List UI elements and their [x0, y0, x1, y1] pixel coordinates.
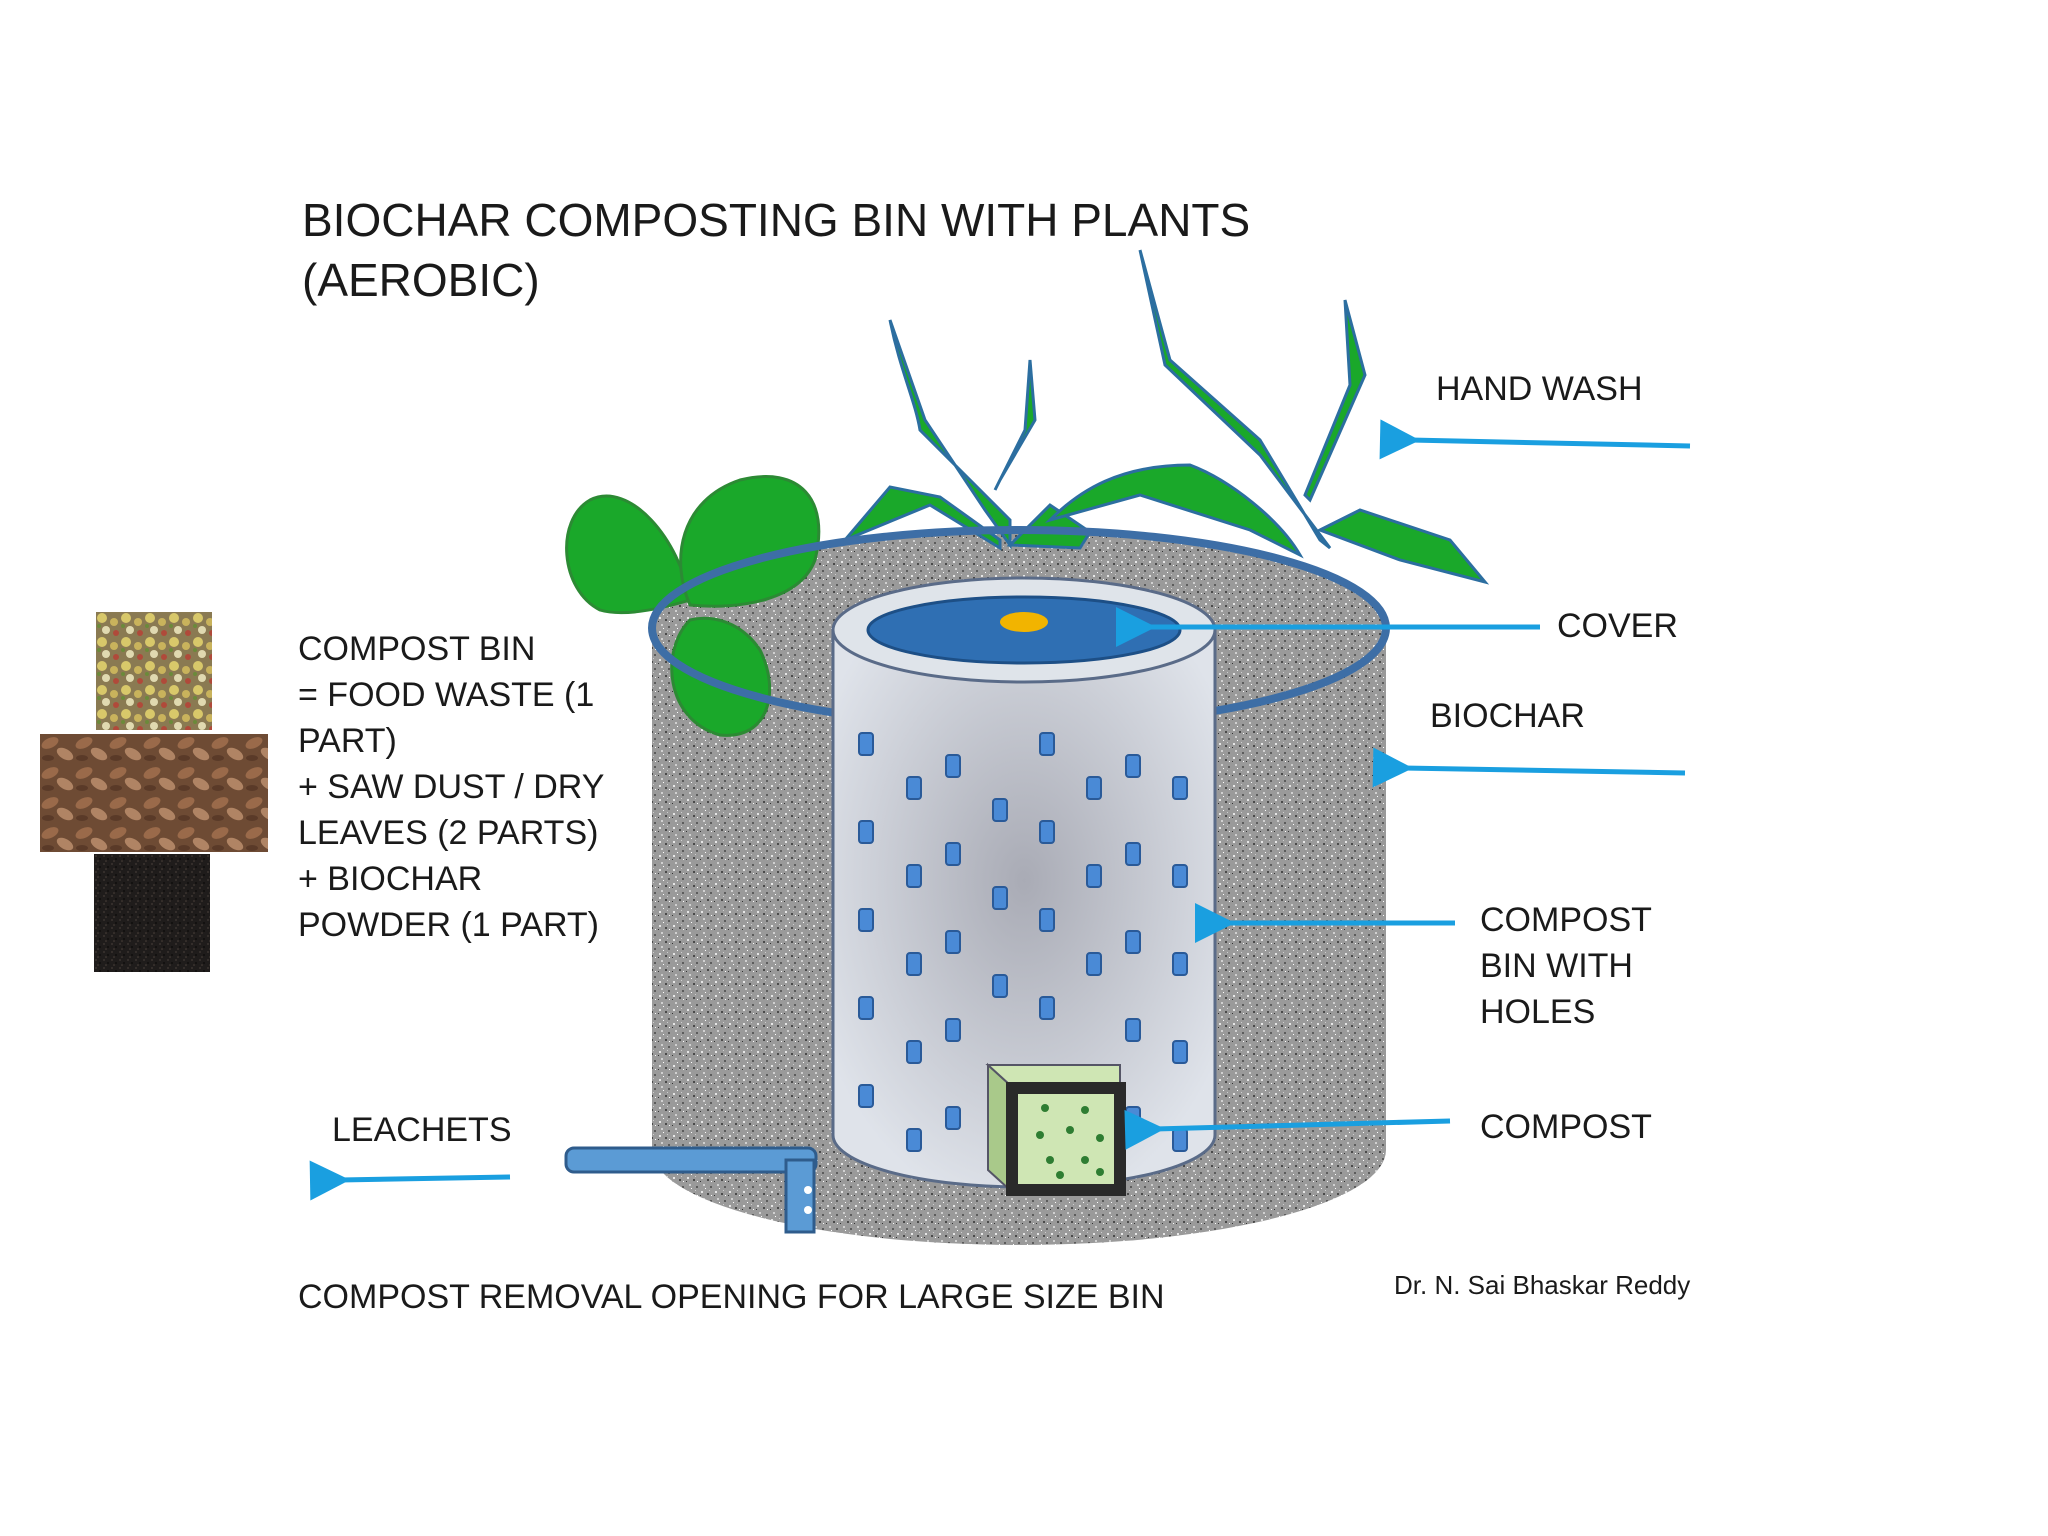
bin-hole	[1125, 930, 1141, 954]
round-leaf	[565, 494, 692, 615]
bin-hole	[1172, 952, 1188, 976]
bin-hole	[1086, 864, 1102, 888]
bin-hole	[945, 842, 961, 866]
leachate-pipe	[564, 1146, 818, 1234]
compost-dot	[1041, 1104, 1049, 1112]
title-line-1: BIOCHAR COMPOSTING BIN WITH PLANTS	[302, 194, 1251, 246]
bin-hole	[1172, 776, 1188, 800]
bin-hole	[858, 908, 874, 932]
compost-label: COMPOST	[1480, 1108, 1652, 1146]
pointed-leaf	[1303, 299, 1367, 503]
bin-hole	[858, 1084, 874, 1108]
bin-hole	[1086, 776, 1102, 800]
bin-hole	[945, 754, 961, 778]
pointed-leaf	[1138, 249, 1332, 550]
recipe-line: PART)	[298, 722, 397, 760]
hand-wash-arrow	[1379, 419, 1691, 460]
compost-dot	[1046, 1156, 1054, 1164]
recipe-line: POWDER (1 PART)	[298, 906, 599, 944]
bin-hole	[1172, 1128, 1188, 1152]
bin-hole	[945, 1018, 961, 1042]
compost-dot	[1081, 1106, 1089, 1114]
compost-box	[985, 1062, 1126, 1196]
bin-hole	[906, 864, 922, 888]
bin-hole	[992, 798, 1008, 822]
bin-hole	[1086, 952, 1102, 976]
compost-bin-holes-label: COMPOST BIN WITH HOLES	[1480, 897, 1652, 1035]
label-line: BIN WITH	[1480, 947, 1633, 985]
bin-hole	[992, 974, 1008, 998]
plant-leaves	[565, 249, 1490, 737]
inner-compost-bin	[831, 576, 1217, 1189]
recipe-line: COMPOST BIN	[298, 630, 536, 668]
title-line-2: (AEROBIC)	[302, 254, 540, 306]
biochar-powder-photo	[94, 854, 210, 972]
compost-dot	[1036, 1131, 1044, 1139]
hand-wash-label: HAND WASH	[1436, 370, 1643, 408]
bin-hole	[906, 952, 922, 976]
compost-dot	[1096, 1168, 1104, 1176]
label-line: COMPOST	[1480, 901, 1652, 939]
round-leaf	[670, 616, 772, 737]
bin-hole	[1125, 754, 1141, 778]
bin-hole	[1172, 864, 1188, 888]
bin-hole	[858, 820, 874, 844]
bin-hole	[945, 1106, 961, 1130]
recipe-line: + SAW DUST / DRY	[298, 768, 605, 806]
bin-hole	[1039, 820, 1055, 844]
leachets-arrow	[309, 1160, 511, 1201]
recipe-line: = FOOD WASTE (1	[298, 676, 595, 714]
bin-hole	[1125, 842, 1141, 866]
dry-leaves-photo	[40, 734, 268, 852]
biochar-arrow	[1372, 747, 1686, 788]
recipe-text: COMPOST BIN = FOOD WASTE (1 PART) + SAW DUS…	[298, 626, 604, 948]
bin-hole	[906, 776, 922, 800]
diagram-title: BIOCHAR COMPOSTING BIN WITH PLANTS (AEROB…	[302, 190, 1250, 310]
food-waste-photo	[96, 612, 212, 730]
compost-dot	[1066, 1126, 1074, 1134]
leachets-label: LEACHETS	[332, 1111, 512, 1149]
label-line: HOLES	[1480, 993, 1596, 1031]
compost-dot	[1056, 1171, 1064, 1179]
bin-hole	[1039, 996, 1055, 1020]
bin-hole	[1039, 732, 1055, 756]
bin-hole	[906, 1040, 922, 1064]
bin-hole	[858, 732, 874, 756]
bin-hole	[906, 1128, 922, 1152]
pointed-leaf	[1044, 463, 1304, 559]
compost-arrow	[1124, 1109, 1451, 1150]
cover-label: COVER	[1557, 607, 1678, 645]
pointed-leaf	[843, 485, 1002, 551]
compost-removal-note: COMPOST REMOVAL OPENING FOR LARGE SIZE B…	[298, 1278, 1165, 1316]
pointed-leaf	[1316, 508, 1490, 585]
compost-dot	[1081, 1156, 1089, 1164]
pointer-arrows	[309, 419, 1691, 1201]
recipe-line: LEAVES (2 PARTS)	[298, 814, 599, 852]
biochar-label: BIOCHAR	[1430, 697, 1585, 735]
author-credit: Dr. N. Sai Bhaskar Reddy	[1394, 1270, 1691, 1300]
cover-knob	[1000, 612, 1048, 632]
bin-hole	[945, 930, 961, 954]
bin-holes	[858, 732, 1188, 1152]
bin-hole	[1125, 1106, 1141, 1130]
pointed-leaf	[993, 359, 1037, 491]
compost-dot	[1096, 1134, 1104, 1142]
bin-hole	[1172, 1040, 1188, 1064]
bin-hole	[1125, 1018, 1141, 1042]
bin-hole	[1039, 908, 1055, 932]
bin-hole	[858, 996, 874, 1020]
recipe-line: + BIOCHAR	[298, 860, 483, 898]
bin-hole	[992, 886, 1008, 910]
